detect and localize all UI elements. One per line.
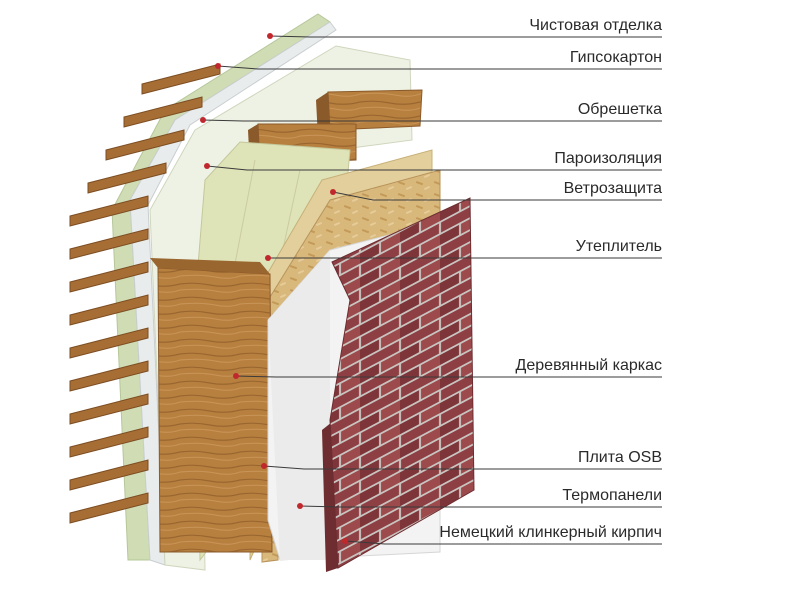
lathing-slat	[105, 129, 185, 161]
lathing-slat	[123, 96, 203, 128]
leader-line-drywall	[217, 65, 662, 70]
lathing-slat	[69, 228, 149, 260]
label-lathing: Обрешетка	[577, 101, 662, 118]
lathing-slat	[69, 294, 149, 326]
lathing-slat	[69, 459, 149, 491]
leader-line-frame	[235, 375, 662, 378]
pointer-dot-insulation	[265, 255, 271, 261]
label-frame: Деревянный каркас	[515, 357, 662, 374]
lathing-slat	[69, 426, 149, 458]
lathing-slat	[69, 261, 149, 293]
lathing-slat	[87, 162, 167, 194]
label-thermo: Термопанели	[562, 487, 662, 504]
leader-line-finish	[269, 35, 662, 38]
pointer-dot-lathing	[200, 117, 206, 123]
lathing-slats	[69, 63, 221, 524]
leader-line-osb	[263, 465, 662, 470]
pointer-dot-drywall	[215, 63, 221, 69]
lathing-slat	[69, 360, 149, 392]
label-osb: Плита OSB	[577, 449, 662, 466]
leader-line-wind	[332, 191, 662, 201]
leader-lines	[200, 33, 662, 545]
label-drywall: Гипсокартон	[569, 49, 662, 66]
lathing-slat	[69, 492, 149, 524]
wooden-frame-post	[150, 258, 273, 553]
pointer-dot-thermo	[297, 503, 303, 509]
lathing-slat	[69, 393, 149, 425]
pointer-dot-wind	[330, 189, 336, 195]
leader-line-brick	[344, 540, 662, 545]
lathing-slat	[141, 63, 221, 95]
label-finish: Чистовая отделка	[529, 17, 662, 34]
lathing-slat	[69, 195, 149, 227]
pointer-dot-frame	[233, 373, 239, 379]
label-vapor: Пароизоляция	[554, 150, 662, 167]
pointer-dot-osb	[261, 463, 267, 469]
label-brick: Немецкий клинкерный кирпич	[439, 524, 662, 541]
lathing-slat	[69, 327, 149, 359]
label-insulation: Утеплитель	[575, 238, 662, 255]
pointer-dot-brick	[342, 538, 348, 544]
pointer-dot-finish	[267, 33, 273, 39]
pointer-dot-vapor	[204, 163, 210, 169]
brick-facade	[322, 197, 475, 572]
leader-line-lathing	[202, 119, 662, 122]
label-wind: Ветрозащита	[563, 180, 662, 197]
leader-line-thermo	[299, 505, 662, 508]
leader-line-vapor	[206, 165, 662, 171]
